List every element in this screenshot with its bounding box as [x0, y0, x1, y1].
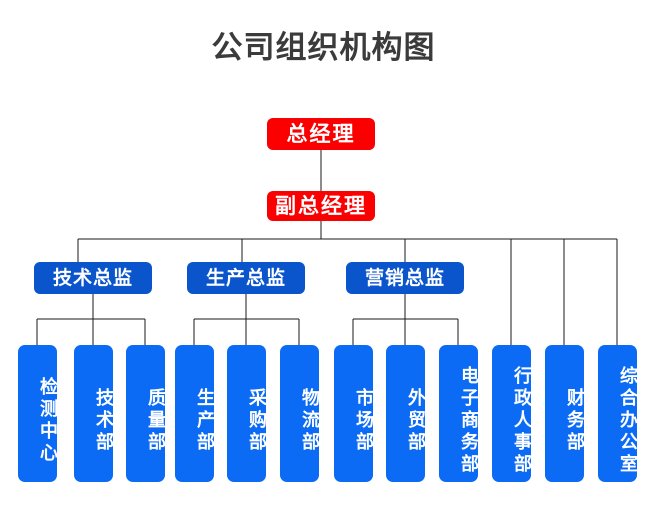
node-director-technology[interactable]: 技术总监 — [34, 262, 152, 294]
node-department-finance[interactable]: 财务部 — [545, 345, 584, 482]
node-director-production[interactable]: 生产总监 — [187, 262, 305, 294]
node-department-general-office[interactable]: 综合办公室 — [598, 345, 637, 482]
node-department-quality[interactable]: 质量部 — [126, 345, 165, 482]
node-department-purchasing[interactable]: 采购部 — [227, 345, 266, 482]
node-department-technology[interactable]: 技术部 — [74, 345, 113, 482]
node-department-market[interactable]: 市场部 — [334, 345, 373, 482]
node-director-marketing[interactable]: 营销总监 — [346, 262, 464, 294]
node-department-foreign-trade[interactable]: 外贸部 — [386, 345, 425, 482]
node-department-ecommerce[interactable]: 电子商务部 — [439, 345, 478, 482]
node-general-manager[interactable]: 总经理 — [267, 118, 375, 150]
node-department-inspection-center[interactable]: 检测中心 — [18, 345, 57, 482]
node-deputy-general-manager[interactable]: 副总经理 — [267, 191, 375, 221]
node-department-admin-hr[interactable]: 行政人事部 — [492, 345, 531, 482]
page-title: 公司组织机构图 — [211, 30, 436, 65]
node-department-production[interactable]: 生产部 — [175, 345, 214, 482]
node-department-logistics[interactable]: 物流部 — [280, 345, 319, 482]
